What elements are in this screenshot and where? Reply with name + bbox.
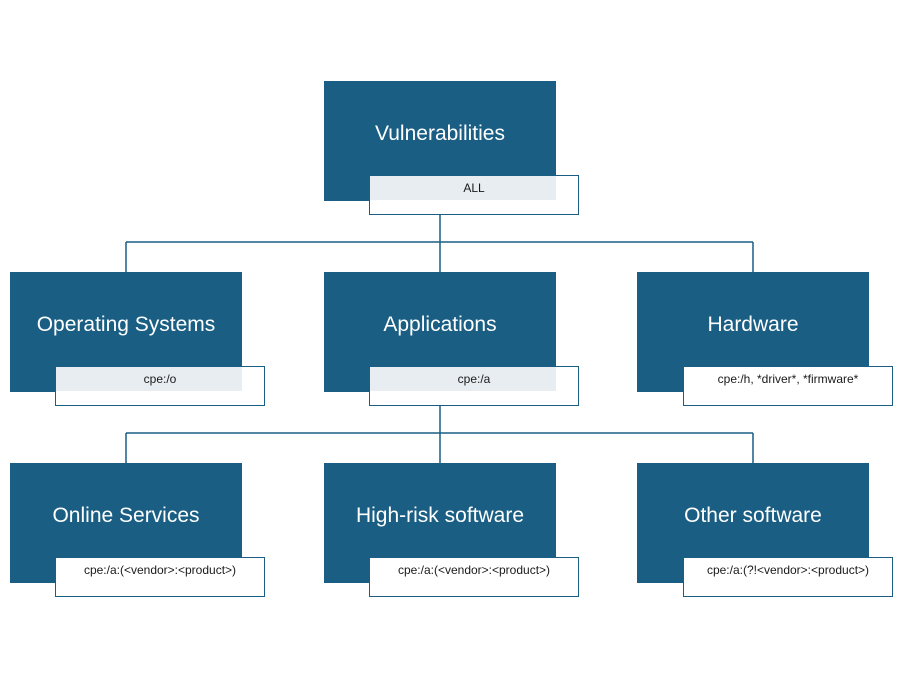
node-label: Operating Systems	[36, 313, 216, 336]
tag-text: cpe:/a:(?!<vendor>:<product>)	[706, 563, 870, 577]
node-label: Hardware	[707, 313, 799, 336]
node-label: High-risk software	[355, 504, 525, 527]
tag-high-risk-software: cpe:/a:(<vendor>:<product>)	[369, 557, 579, 597]
tag-text: cpe:/h, *driver*, *firmware*	[717, 372, 859, 386]
tag-operating-systems: cpe:/o	[55, 366, 265, 406]
tag-vulnerabilities: ALL	[369, 175, 579, 215]
tag-text: ALL	[463, 181, 485, 195]
edge-root-to-level1	[125, 215, 754, 272]
node-label: Vulnerabilities	[375, 122, 505, 145]
node-label: Applications	[383, 313, 497, 336]
tag-shade	[56, 367, 242, 391]
tag-shade	[370, 367, 556, 391]
tag-other-software: cpe:/a:(?!<vendor>:<product>)	[683, 557, 893, 597]
tag-online-services: cpe:/a:(<vendor>:<product>)	[55, 557, 265, 597]
tag-applications: cpe:/a	[369, 366, 579, 406]
node-label: Other software	[684, 504, 822, 527]
tag-text: cpe:/a	[457, 372, 491, 386]
node-label: Online Services	[52, 504, 200, 527]
tag-text: cpe:/a:(<vendor>:<product>)	[83, 563, 237, 577]
tag-hardware: cpe:/h, *driver*, *firmware*	[683, 366, 893, 406]
tag-shade	[370, 176, 556, 200]
tag-text: cpe:/o	[143, 372, 177, 386]
edge-applications-to-level2	[125, 406, 754, 463]
tag-text: cpe:/a:(<vendor>:<product>)	[397, 563, 551, 577]
